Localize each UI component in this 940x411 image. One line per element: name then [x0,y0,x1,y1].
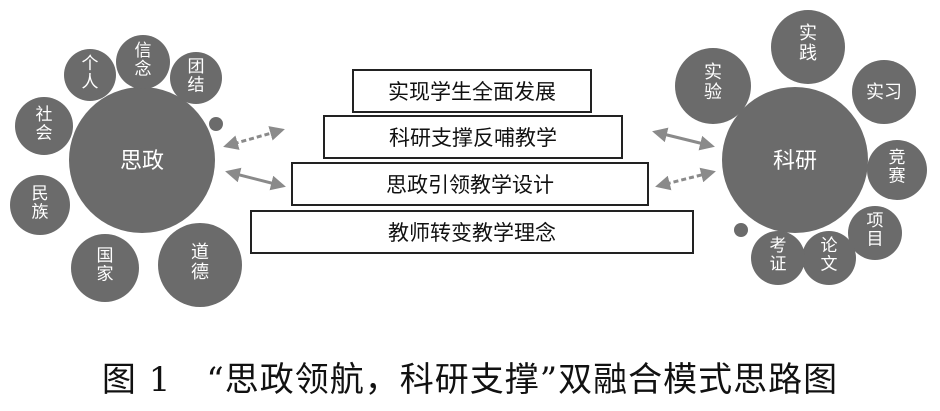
left-hub-label: 思政 [120,149,164,174]
left-sat-country: 国家 [97,246,114,285]
right-hub-group: 科研 实验 实践 实习 竞赛 项目 论文 考证 [675,10,927,285]
right-sat-circle-paper [802,231,856,285]
right-hub-circle [722,87,868,233]
right-sat-project: 项目 [867,211,884,250]
right-sat-internship: 实习 [866,82,902,103]
step-box-3 [291,162,649,206]
left-sat-circle-country [71,234,139,302]
right-sat-circle-internship [852,60,916,124]
step-label-3: 思政引领教学设计 [386,173,554,197]
left-sat-circle-morality [158,223,242,307]
left-sat-circle-nation [10,175,70,235]
step-label-1: 实现学生全面发展 [388,80,556,104]
left-sat-circle-belief [116,35,170,89]
step-label-4: 教师转变教学理念 [388,221,556,245]
double-arrow-left-top [223,126,285,150]
left-sat-circle-society [15,97,73,155]
left-sat-unity: 团结 [188,57,205,96]
right-sat-competition: 竞赛 [889,148,906,187]
diagram-canvas: 思政 社会 个人 信念 团结 民族 国家 道德 科研 实验 实践 [10,10,927,307]
left-sat-circle-unity [170,52,222,104]
left-sat-society: 社会 [36,105,53,144]
step-box-4 [250,210,694,254]
arrows-group [223,126,716,191]
step-label-2: 科研支撑反哺教学 [389,126,557,150]
step-box-2 [323,115,623,159]
double-arrow-right-bottom [655,167,716,191]
right-sat-circle-certificate [751,231,805,285]
right-sat-circle-practice [771,10,845,84]
right-sat-certificate: 考证 [770,236,787,275]
right-dot [734,223,748,237]
left-dot [209,117,223,131]
left-sat-circle-individual [64,49,116,101]
right-sat-paper: 论文 [821,236,838,275]
right-hub-label: 科研 [773,149,817,174]
double-arrow-left-bottom [225,167,286,191]
left-sat-morality: 道德 [191,242,209,283]
right-sat-circle-experiment [675,48,751,124]
left-hub-group: 思政 社会 个人 信念 团结 民族 国家 道德 [10,35,242,307]
figure-caption: 图 1 “思政领航，科研支撑”双融合模式思路图 [101,360,839,400]
step-box-1 [352,69,592,113]
left-sat-nation: 民族 [32,184,49,223]
left-sat-belief: 信念 [135,41,152,80]
right-sat-circle-competition [867,140,927,200]
right-sat-practice: 实践 [799,23,817,64]
left-hub-circle [69,87,215,233]
right-sat-circle-project [848,206,902,260]
double-arrow-right-top [652,127,715,151]
right-sat-experiment: 实验 [704,62,722,103]
steps-group: 实现学生全面发展 科研支撑反哺教学 思政引领教学设计 教师转变教学理念 [250,69,694,254]
left-sat-individual: 个人 [82,54,99,93]
